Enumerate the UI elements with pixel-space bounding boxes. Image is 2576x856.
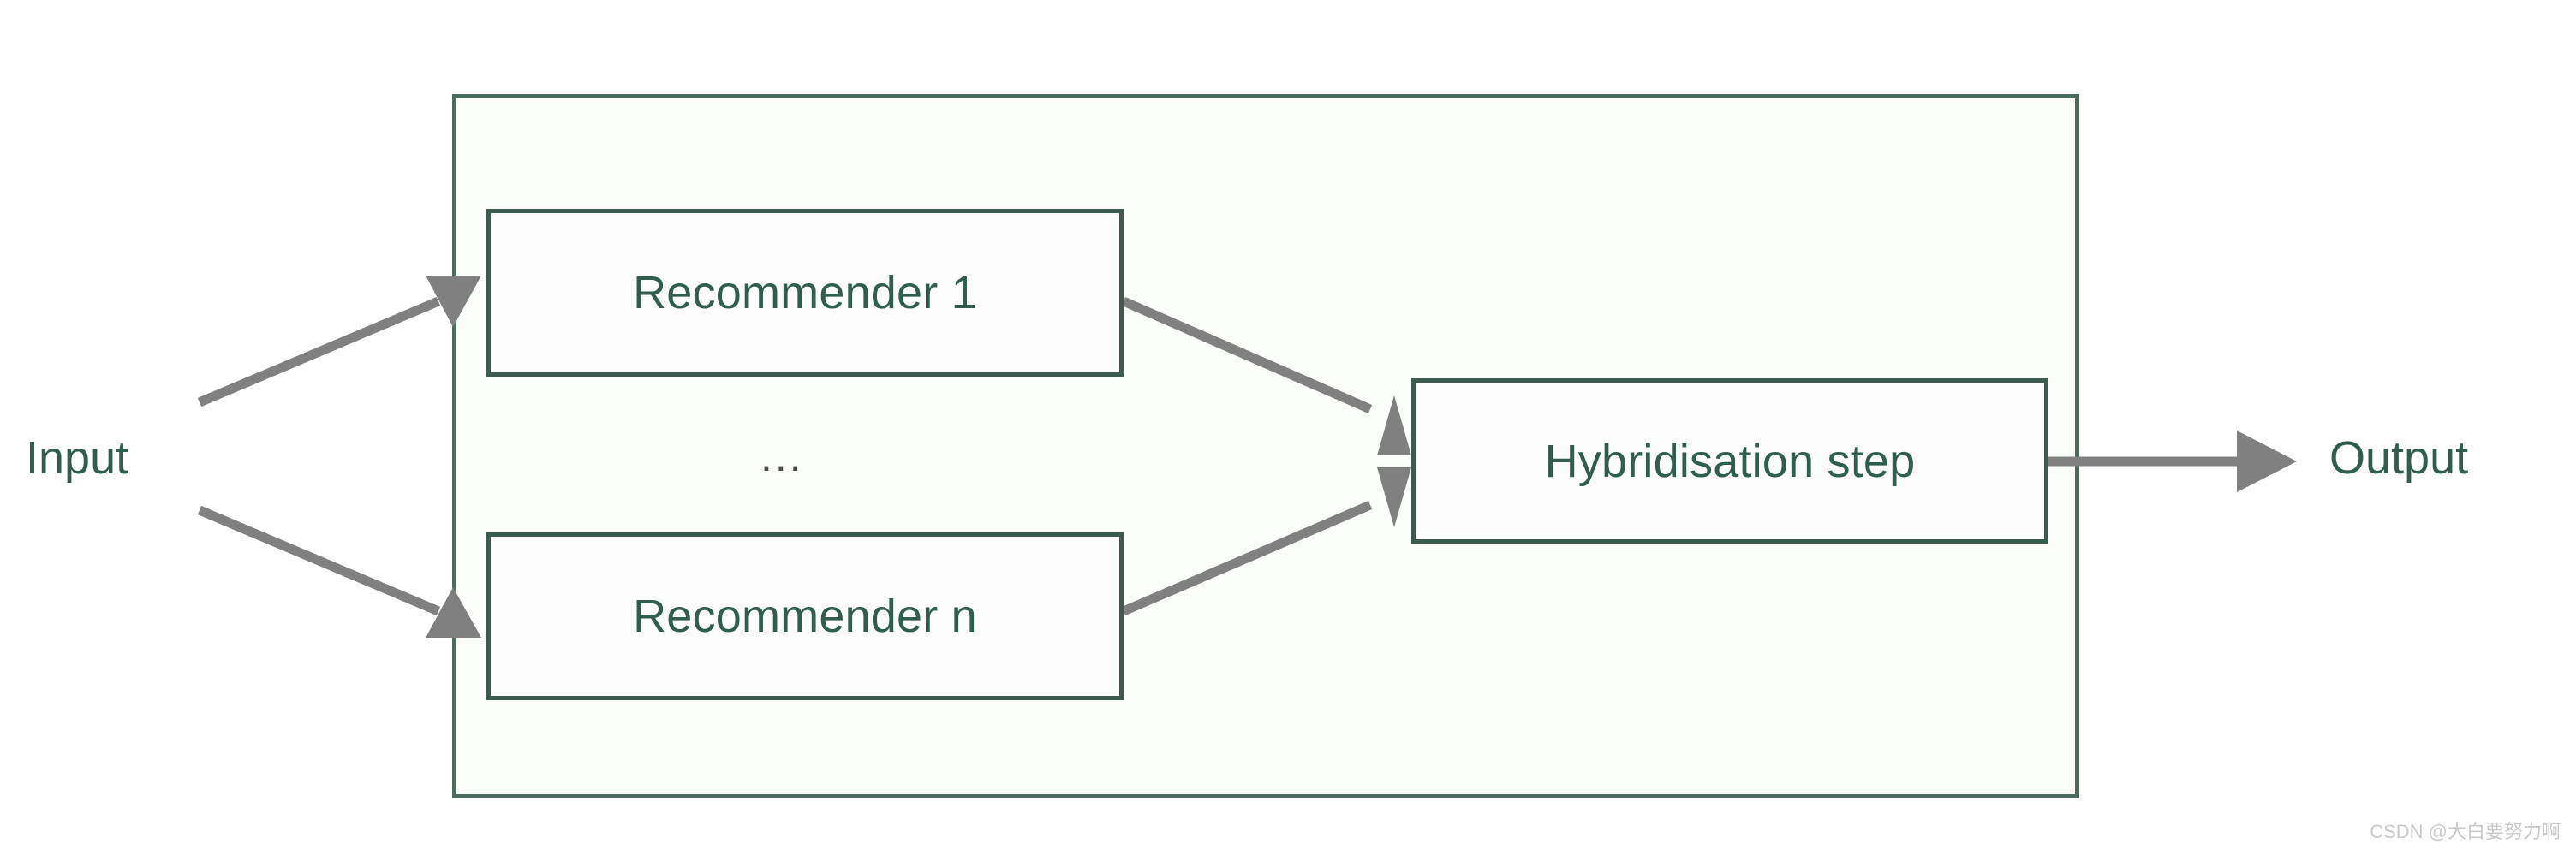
- double-arrowhead-icon: [1377, 395, 1411, 527]
- edge-input-to-recommender-1: [197, 276, 481, 407]
- ellipsis-label: ...: [760, 432, 804, 480]
- node-hybridisation-step-label: Hybridisation step: [1544, 435, 1916, 487]
- edge-recommender-1-to-hybridisation: [1121, 296, 1373, 414]
- node-recommender-n[interactable]: Recommender n: [486, 532, 1124, 700]
- node-recommender-1[interactable]: Recommender 1: [486, 209, 1124, 377]
- output-label: Output: [2329, 432, 2469, 484]
- edge-recommender-n-to-hybridisation: [1121, 500, 1373, 616]
- edge-hybridisation-to-output: [2048, 431, 2297, 492]
- edge-input-to-recommender-n: [197, 505, 481, 638]
- watermark-text: CSDN @大白要努力啊: [2370, 821, 2561, 842]
- node-recommender-1-label: Recommender 1: [633, 267, 977, 318]
- input-label: Input: [26, 432, 129, 484]
- node-hybridisation-step[interactable]: Hybridisation step: [1411, 378, 2048, 544]
- node-recommender-n-label: Recommender n: [633, 591, 977, 642]
